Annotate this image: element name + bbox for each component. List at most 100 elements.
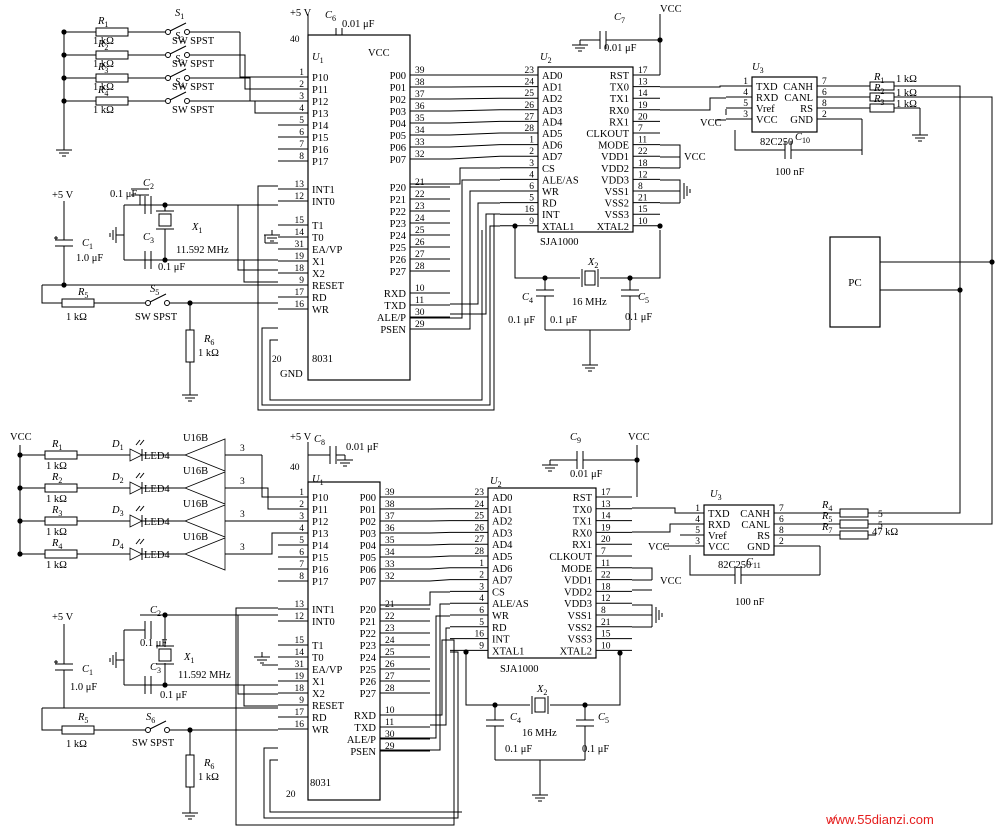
ref-label: C3 xyxy=(150,662,161,675)
switch-lever xyxy=(149,720,167,730)
led-light-icon xyxy=(135,472,141,479)
ref-label: D1 xyxy=(111,439,124,452)
pin-label: AD0 xyxy=(492,493,512,504)
pin-number: 19 xyxy=(295,252,305,262)
led-icon xyxy=(129,547,143,561)
ref-label: U1 xyxy=(312,52,324,65)
pin-label: AD4 xyxy=(542,117,563,128)
switch-lever xyxy=(169,91,187,101)
pin-label: WR xyxy=(312,305,329,316)
pin-number: 28 xyxy=(385,684,395,694)
pin-number: 7 xyxy=(779,504,784,514)
led-light-icon xyxy=(135,505,141,512)
switch-contact xyxy=(145,727,151,733)
pin-number: 24 xyxy=(525,78,535,88)
pin-number: 4 xyxy=(299,524,304,534)
label: 5 xyxy=(878,521,883,531)
junction-dot xyxy=(17,485,23,491)
pin-label: P06 xyxy=(390,143,406,154)
wire xyxy=(660,97,726,111)
label: 1.0 μF xyxy=(70,682,97,693)
ref-label: U2 xyxy=(540,52,552,65)
label: VCC xyxy=(700,118,722,129)
wire xyxy=(449,97,501,100)
junction-dot xyxy=(582,702,588,708)
label: 3 xyxy=(240,444,245,454)
wire xyxy=(449,109,501,112)
wires xyxy=(19,14,993,826)
pin-number: 22 xyxy=(415,190,425,200)
pin-label: P20 xyxy=(360,605,376,616)
pin-label: CANH xyxy=(783,82,813,93)
pin-label: ALE/AS xyxy=(492,599,529,610)
pin-label: INT xyxy=(492,635,510,646)
pin-label: P03 xyxy=(390,107,406,118)
pin-label: P22 xyxy=(390,207,406,218)
resistor xyxy=(95,73,129,83)
wire xyxy=(876,262,993,525)
label: 8031 xyxy=(312,354,333,365)
ref-label: U3 xyxy=(752,62,764,75)
resistor xyxy=(95,50,129,60)
resistor xyxy=(44,483,78,493)
pin-label: PSEN xyxy=(380,325,406,336)
pin-label: MODE xyxy=(598,141,629,152)
led-light-icon xyxy=(139,538,145,545)
label: 3 xyxy=(240,477,245,487)
ref-label: R4 xyxy=(51,538,62,551)
pin-number: 13 xyxy=(295,600,305,610)
pin-label: RXD xyxy=(708,520,731,531)
pin-label: P24 xyxy=(360,653,377,664)
label: 1 kΩ xyxy=(198,348,219,359)
pin-label: AD1 xyxy=(542,83,562,94)
wire xyxy=(262,532,278,555)
pin-number: 26 xyxy=(385,660,395,670)
junction-dot xyxy=(512,223,518,229)
ref-label: R4 xyxy=(97,85,108,98)
junction-dot xyxy=(627,275,633,281)
pin-label: RXD xyxy=(756,93,779,104)
label: 5 xyxy=(878,510,883,520)
label: 16 MHz xyxy=(572,297,607,308)
pin-label: P22 xyxy=(360,629,376,640)
wire xyxy=(410,179,500,319)
label: SW SPST xyxy=(172,59,215,70)
wire xyxy=(239,32,278,78)
pin-label: VCC xyxy=(708,542,730,553)
pin-label: TXD xyxy=(354,723,376,734)
label: 20 xyxy=(272,355,282,365)
ref-label: D4 xyxy=(111,538,124,551)
resistor xyxy=(185,754,195,788)
wire xyxy=(465,652,530,706)
pin-number: 31 xyxy=(295,240,305,250)
u2-sja1000-lower xyxy=(487,487,597,659)
ref-label: C4 xyxy=(510,712,521,725)
pin-label: AD7 xyxy=(492,576,512,587)
pin-number: 3 xyxy=(529,159,534,169)
pin-number: 23 xyxy=(385,624,395,634)
pin-number: 2 xyxy=(479,571,484,581)
pin-number: 8 xyxy=(299,152,304,162)
pin-number: 16 xyxy=(295,300,305,310)
pin-label: P17 xyxy=(312,157,328,168)
pin-label: P03 xyxy=(360,529,376,540)
label: 1 kΩ xyxy=(46,527,67,538)
label: 1 kΩ xyxy=(896,74,917,85)
pin-label: CANL xyxy=(741,520,770,531)
switch-contact xyxy=(184,75,190,81)
pin-number: 32 xyxy=(415,150,425,160)
label: 3 xyxy=(240,543,245,553)
junction-dot xyxy=(657,37,663,43)
switch-contact xyxy=(164,300,170,306)
ref-label: U2 xyxy=(490,476,502,489)
junction-dot xyxy=(162,202,168,208)
wire xyxy=(449,144,501,148)
resistor xyxy=(839,508,869,518)
pin-number: 1 xyxy=(743,77,748,87)
pin-number: 25 xyxy=(525,89,535,99)
pin-number: 16 xyxy=(475,630,485,640)
pin-number: 21 xyxy=(415,178,425,188)
pin-label: RD xyxy=(312,293,327,304)
pin-label: RXD xyxy=(384,289,407,300)
ref-label: D2 xyxy=(111,472,124,485)
